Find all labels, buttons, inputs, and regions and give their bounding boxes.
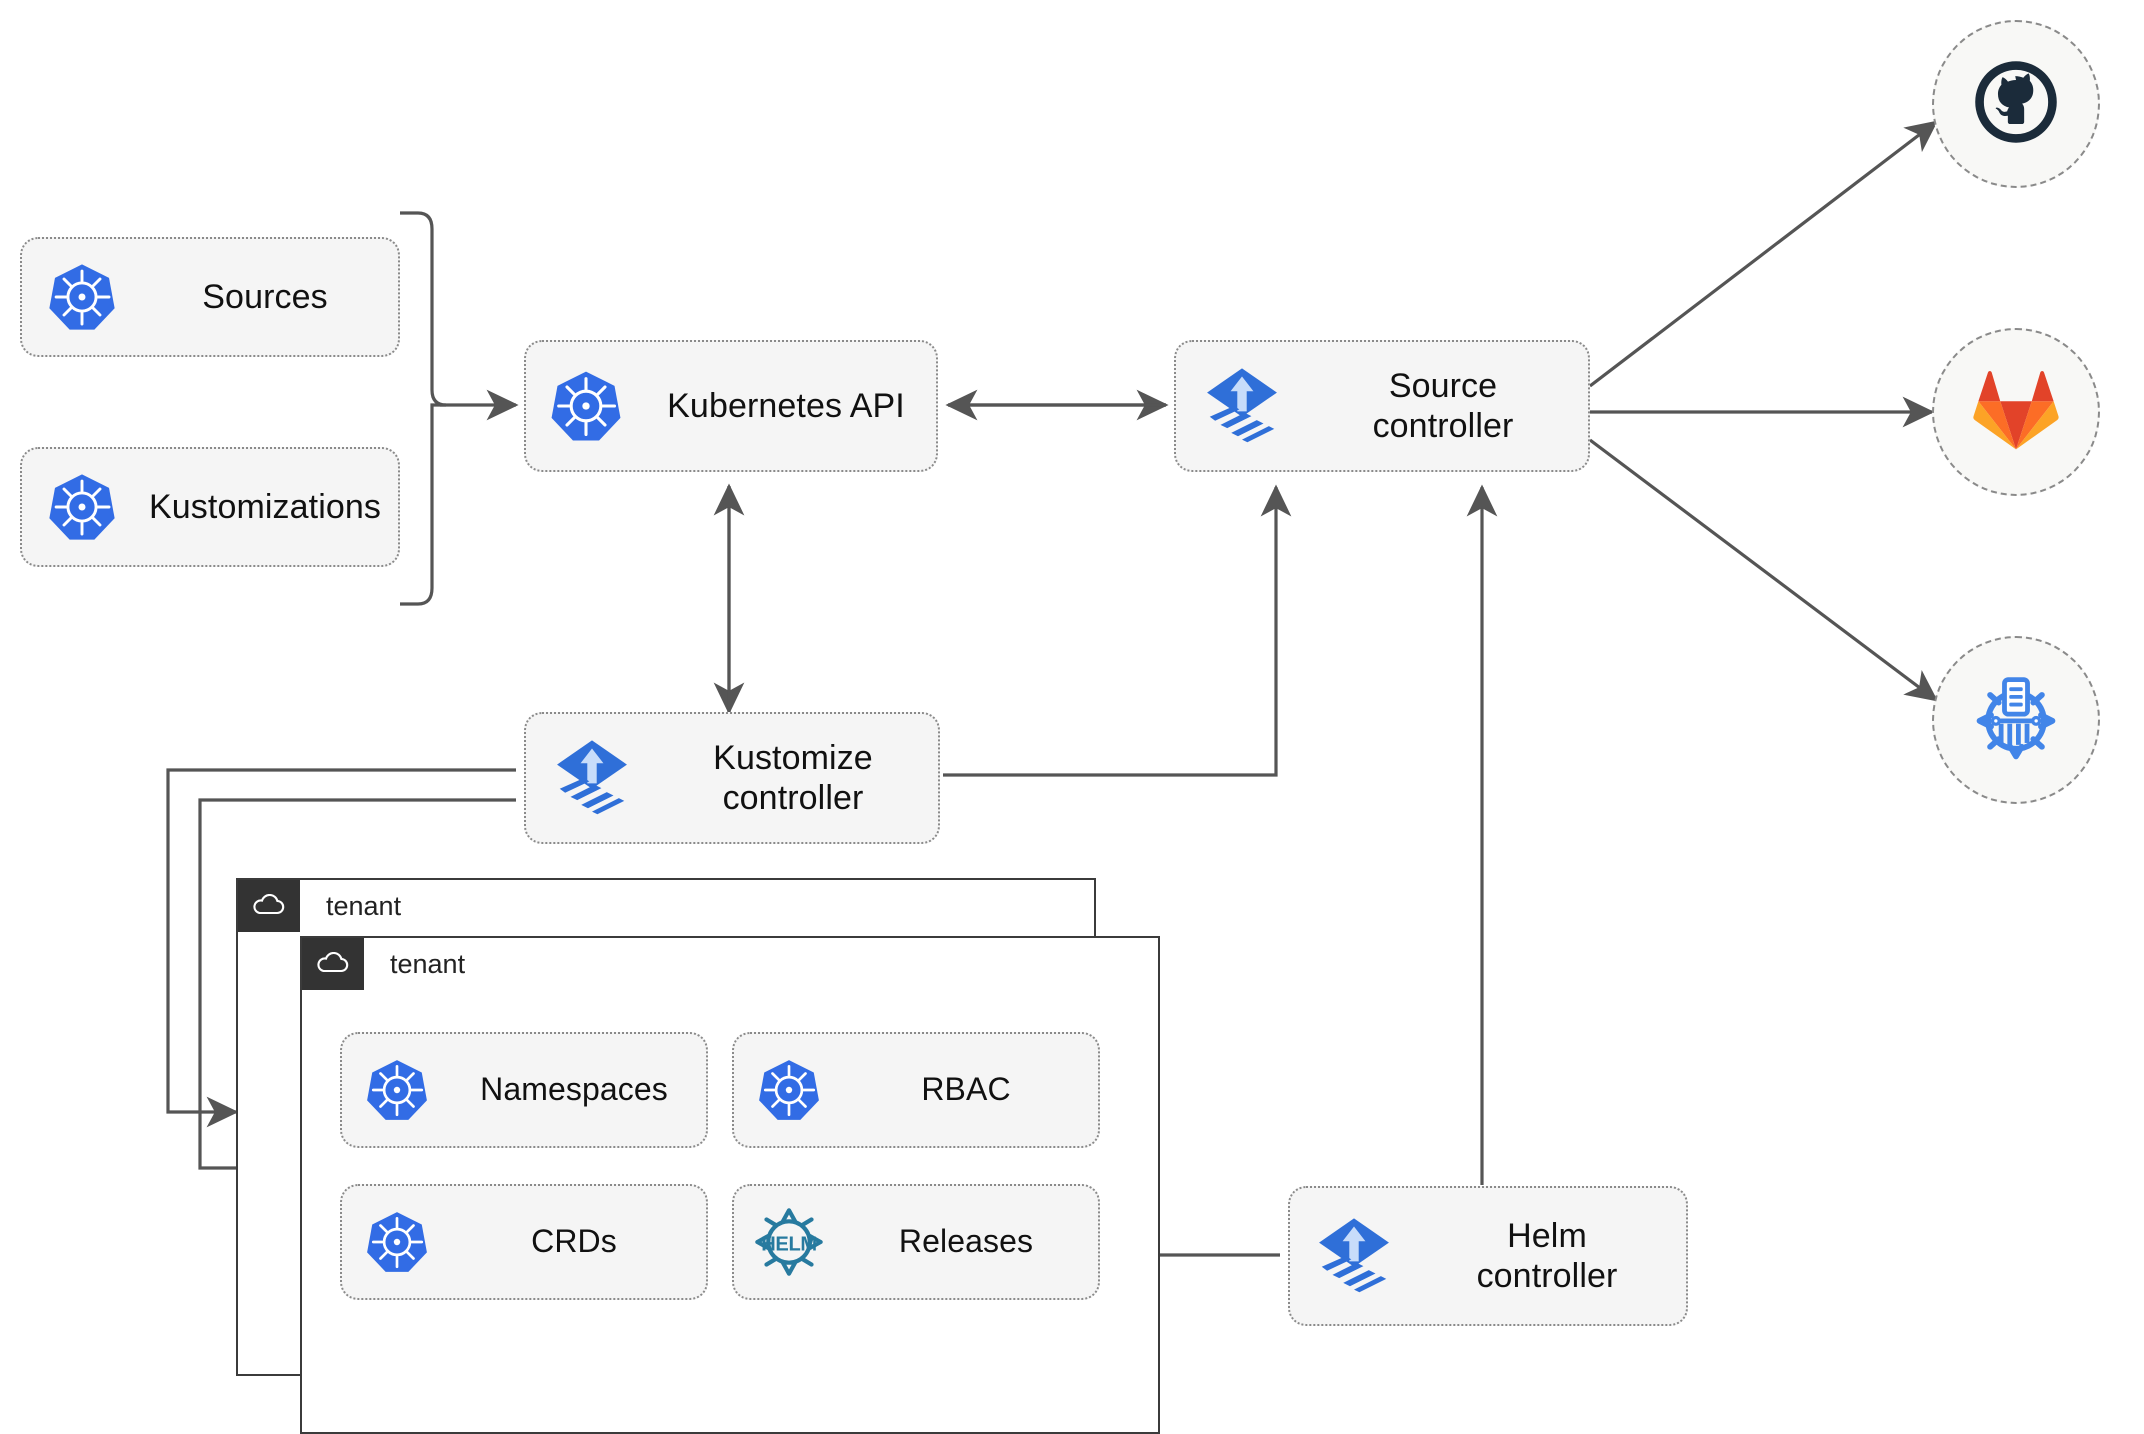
tenant-header-front: tenant (302, 938, 465, 990)
cloud-icon (238, 880, 300, 932)
node-kustomize-controller[interactable]: Kustomize controller (524, 712, 940, 844)
node-kubernetes-api[interactable]: Kubernetes API (524, 340, 938, 472)
resource-bracket (400, 211, 447, 606)
flux-icon (526, 735, 658, 821)
gitlab-icon (1972, 368, 2060, 457)
node-label-rbac: RBAC (921, 1071, 1011, 1108)
node-namespaces[interactable]: Namespaces (340, 1032, 708, 1148)
wire-source-to-harbor (1589, 438, 1939, 702)
node-label-kubernetes-api: Kubernetes API (667, 386, 905, 425)
node-label-sources: Sources (202, 277, 328, 316)
kubernetes-icon (526, 368, 646, 444)
github-icon (1969, 55, 2063, 154)
node-rbac[interactable]: RBAC (732, 1032, 1100, 1148)
harbor-icon (1968, 670, 2064, 771)
node-crds[interactable]: CRDs (340, 1184, 708, 1300)
cloud-icon (302, 938, 364, 990)
node-kustomizations[interactable]: Kustomizations (20, 447, 400, 567)
tenant-label-back: tenant (326, 890, 402, 921)
node-sources[interactable]: Sources (20, 237, 400, 357)
provider-github[interactable] (1932, 20, 2100, 188)
kubernetes-icon (342, 1209, 452, 1275)
node-helm-controller[interactable]: Helm controller (1288, 1186, 1688, 1326)
tenant-label-front: tenant (390, 948, 466, 979)
node-label-namespaces: Namespaces (480, 1071, 668, 1108)
helm-icon: HELM (734, 1203, 844, 1281)
kubernetes-icon (342, 1057, 452, 1123)
node-label-releases: Releases (898, 1223, 1034, 1260)
node-label-source-controller: Source controller (1372, 366, 1514, 445)
flux-icon (1290, 1213, 1418, 1299)
node-releases[interactable]: HELM Releases (732, 1184, 1100, 1300)
flux-icon (1176, 363, 1308, 449)
node-label-helm-controller: Helm controller (1476, 1216, 1618, 1295)
svg-text:HELM: HELM (761, 1234, 816, 1256)
node-source-controller[interactable]: Source controller (1174, 340, 1590, 472)
kubernetes-icon (22, 471, 142, 543)
provider-harbor[interactable] (1932, 636, 2100, 804)
kubernetes-icon (734, 1057, 844, 1123)
tenant-header-back: tenant (238, 880, 401, 932)
provider-gitlab[interactable] (1932, 328, 2100, 496)
kubernetes-icon (22, 261, 142, 333)
wire-kustomize-to-source (943, 484, 1292, 777)
wire-source-to-github (1589, 120, 1939, 388)
node-label-crds: CRDs (531, 1223, 617, 1260)
node-label-kustomize-controller: Kustomize controller (713, 738, 873, 817)
node-label-kustomizations: Kustomizations (149, 487, 381, 526)
